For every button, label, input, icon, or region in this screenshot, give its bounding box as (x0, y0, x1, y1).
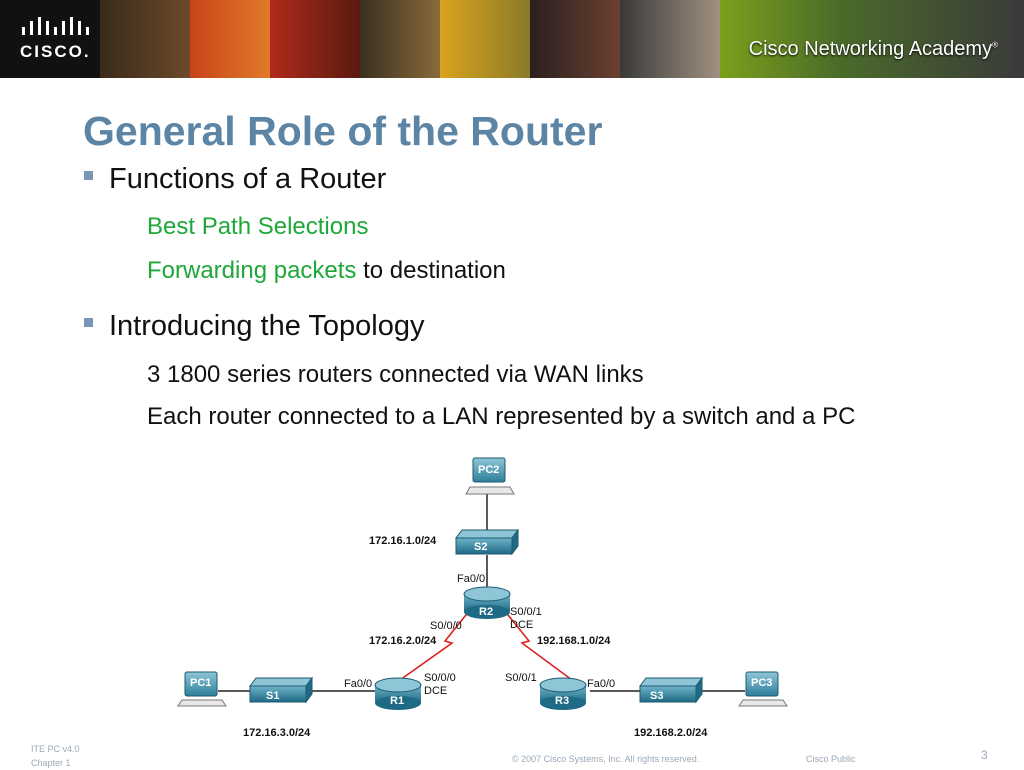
photo-panel (530, 0, 620, 78)
s3-label: S3 (650, 690, 664, 702)
registered-mark: ® (992, 40, 998, 50)
academy-title: Cisco Networking Academy® (749, 38, 998, 61)
pc2-icon (465, 457, 515, 495)
photo-panel (620, 0, 720, 78)
network-label-s1: 172.16.3.0/24 (243, 727, 311, 739)
network-label-r1-r2: 172.16.2.0/24 (369, 635, 437, 647)
sub-forwarding: Forwarding packets to destination (147, 257, 506, 285)
switch-s3-icon (639, 676, 703, 704)
pc3-icon (738, 671, 788, 707)
r1-dce-label: DCE (424, 685, 448, 697)
bullet-square-icon (84, 170, 93, 180)
cisco-bars-icon (22, 17, 89, 35)
header-banner: CISCO. Cisco Networking Academy® (0, 0, 1024, 78)
academy-text: Cisco Networking Academy (748, 38, 993, 60)
logo-area: CISCO. (0, 0, 100, 78)
photo-strip (100, 0, 1024, 78)
router-r1-icon (374, 677, 422, 710)
pc1-label: PC1 (190, 677, 212, 689)
footer-chapter: Chapter 1 (31, 758, 71, 768)
switch-s1-icon (249, 676, 313, 704)
photo-panel (720, 0, 1024, 78)
r3-label: R3 (555, 695, 570, 707)
footer-copyright: © 2007 Cisco Systems, Inc. All rights re… (512, 754, 700, 764)
bullet-text: Functions of a Router (109, 163, 387, 195)
pc1-icon (177, 671, 227, 707)
bullet-topology: Introducing the Topology (84, 310, 424, 343)
bullet-functions: Functions of a Router (84, 163, 386, 196)
s1-label: S1 (266, 690, 280, 702)
footer-classification: Cisco Public (806, 754, 856, 764)
sub-green-text: Forwarding packets (147, 257, 357, 284)
footer-course-info: ITE PC v4.0 Chapter 1 (31, 742, 80, 770)
r3-s001-label: S0/0/1 (505, 672, 537, 684)
r1-fa00-label: Fa0/0 (344, 678, 373, 690)
pc2-label: PC2 (478, 464, 500, 476)
r2-s001-label: S0/0/1 (510, 606, 542, 618)
sub-lan: Each router connected to a LAN represent… (147, 403, 855, 431)
sub-green-text: Best Path Selections (147, 213, 369, 240)
sub-best-path: Best Path Selections (147, 213, 368, 241)
photo-panel (100, 0, 190, 78)
sub-text: Each router connected to a LAN represent… (147, 403, 856, 430)
photo-panel (440, 0, 530, 78)
r2-fa00-label: Fa0/0 (457, 573, 486, 585)
footer-course: ITE PC v4.0 (31, 744, 80, 754)
wan-link-r2-r3 (503, 609, 573, 681)
network-label-r2-r3: 192.168.1.0/24 (537, 635, 611, 647)
pc3-label: PC3 (751, 677, 773, 689)
slide-title: General Role of the Router (83, 108, 603, 154)
network-label-s2: 172.16.1.0/24 (369, 535, 437, 547)
cisco-logo-text: CISCO. (20, 42, 91, 61)
page-number: 3 (981, 748, 988, 762)
wan-link-r1-r2 (399, 609, 471, 681)
sub-text: to destination (356, 257, 506, 284)
r1-s000-label: S0/0/0 (424, 672, 456, 684)
router-r3-icon (539, 677, 587, 710)
switch-s2-icon (455, 528, 519, 556)
bullet-square-icon (84, 317, 93, 327)
r2-s000-label: S0/0/0 (430, 620, 462, 632)
sub-routers: 3 1800 series routers connected via WAN … (147, 361, 644, 389)
bullet-text: Introducing the Topology (109, 310, 425, 342)
r3-fa00-label: Fa0/0 (587, 678, 616, 690)
photo-panel (360, 0, 440, 78)
network-label-s3: 192.168.2.0/24 (634, 727, 708, 739)
photo-panel (190, 0, 270, 78)
r2-label: R2 (479, 606, 494, 618)
sub-text: 3 1800 series routers connected via WAN … (147, 361, 644, 388)
r2-dce-label: DCE (510, 619, 534, 631)
photo-panel (270, 0, 360, 78)
router-r2-icon (463, 586, 511, 619)
r1-label: R1 (390, 695, 405, 707)
s2-label: S2 (474, 541, 488, 553)
